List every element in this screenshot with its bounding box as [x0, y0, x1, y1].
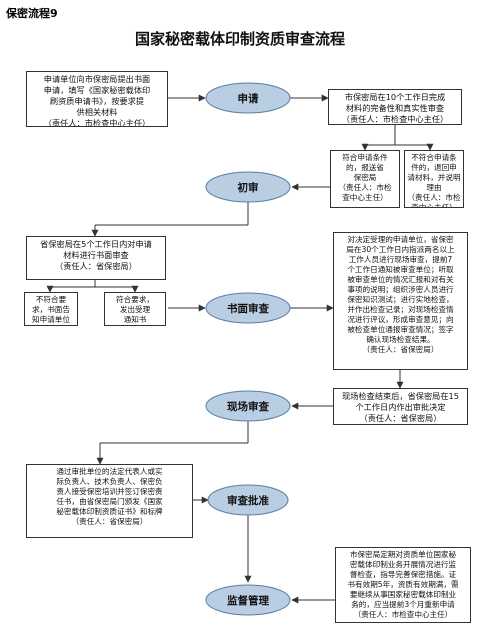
supervision-box: 市保密局定期对资质单位国家秘 密载体印制业务开展情况进行监 督检查，指导完善保密…	[335, 547, 471, 623]
stage-approval: 审查批准	[227, 494, 269, 507]
approval-certificate-box: 通过审批单位的法定代表人或实 际负责人、技术负责人、保密负 责人接受保密培训并签…	[26, 464, 193, 538]
stage-initial: 初审	[237, 181, 259, 194]
onsite-procedure-box: 对决定受理的申请单位，省保密 局在30个工作日内指派两名以上 工作人员进行现场审…	[333, 232, 468, 370]
stage-onsite: 现场审查	[227, 400, 269, 413]
stage-onsite-shape	[205, 390, 291, 422]
stage-apply: 申请	[237, 92, 259, 105]
stage-supervision: 监督管理	[227, 594, 269, 607]
stage-document: 书面审查	[227, 302, 269, 315]
document-fail-box: 不符合要 求，书面告 知申请单位	[24, 292, 78, 326]
stage-document-shape	[205, 292, 291, 324]
document-pass-box: 符合要求， 发出受理 通知书	[104, 292, 166, 326]
document-review-box: 省保密局在5个工作日内对申请 材料进行书面审查 （责任人：省保密局）	[26, 236, 166, 280]
initial-fail-box: 不符合申请条 件的，退回申 请材料，并说明 理由 （责任人：市检 查中心主任）	[404, 150, 464, 208]
stage-approval-shape	[207, 484, 289, 516]
completeness-review-box: 市保密局在10个工作日完成 材料的完备性和真实性审查 （责任人：市检查中心主任）	[328, 89, 462, 125]
initial-pass-box: 符合申请条件 的，报送省 保密局 （责任人：市检 查中心主任）	[330, 150, 400, 208]
stage-apply-shape	[205, 82, 291, 114]
stage-initial-shape	[205, 171, 291, 203]
stage-supervision-shape	[205, 584, 291, 616]
page-title: 国家秘密载体印制资质审查流程	[134, 30, 345, 48]
apply-description-box: 申请单位向市保密局提出书面 申请，填写《国家秘密载体印 刷资质申请书》，按要求提…	[26, 71, 168, 127]
approval-decision-box: 现场检查结束后，省保密局在15 个工作日内作出审批决定 （责任人：省保密局）	[333, 388, 468, 425]
flow-number-label: 保密流程9	[6, 7, 58, 20]
